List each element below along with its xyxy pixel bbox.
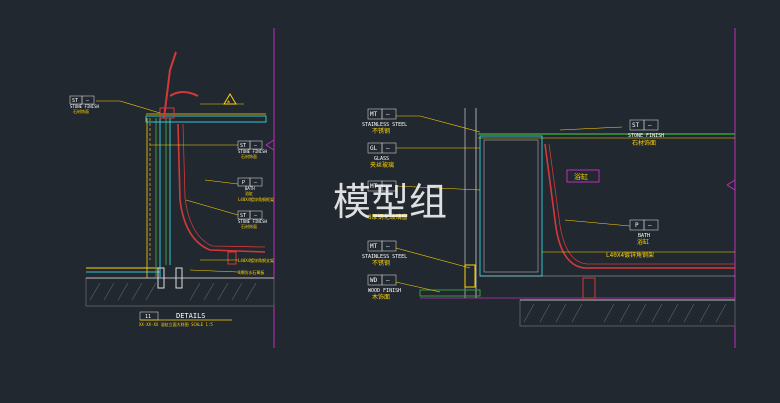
svg-text:STONE FINISH: STONE FINISH <box>238 149 267 154</box>
svg-text:BATH: BATH <box>245 186 255 191</box>
tag-wood-finish: WD — WOOD FINISH 木饰面 <box>367 274 401 301</box>
tag-stainless-steel-1: MT — STAINLESS STEEL 不锈钢 <box>362 108 407 135</box>
tag-stone-finish-left: ST — STONE FINISH 石材饰面 <box>69 95 99 114</box>
angle-frame-note-right: L40X4镀锌角钢架 <box>606 251 654 259</box>
floor-hatch-right <box>519 299 736 327</box>
note-b: 8厚防水石膏板 <box>238 269 264 275</box>
floor-hatch <box>85 277 275 307</box>
svg-text:ST: ST <box>72 98 78 104</box>
svg-text:—: — <box>386 277 390 284</box>
svg-text:WD: WD <box>370 277 378 284</box>
tag-stone-finish-right-1: ST — STONE FINISH 石材饰面 <box>237 140 267 159</box>
svg-text:BATH: BATH <box>638 233 650 239</box>
watermark: 模型组 <box>333 180 447 224</box>
svg-text:—: — <box>254 143 258 149</box>
details-title: DETAILS <box>176 312 206 320</box>
svg-text:夹丝玻璃: 夹丝玻璃 <box>370 161 394 169</box>
svg-text:木饰面: 木饰面 <box>372 293 390 301</box>
svg-text:石材饰面: 石材饰面 <box>241 153 257 159</box>
details-title-block: 11 DETAILS XX-XX-XX 浴缸立面大样图 SCALE 1:5 <box>139 311 232 327</box>
svg-text:GLASS: GLASS <box>374 156 389 162</box>
svg-text:ST: ST <box>240 143 246 149</box>
svg-text:不锈钢: 不锈钢 <box>372 127 390 135</box>
svg-text:—: — <box>254 180 258 186</box>
tag-glass: GL — GLASS 夹丝玻璃 <box>367 142 397 169</box>
tag-stone-finish-right-2: ST — STONE FINISH 石材饰面 <box>237 210 267 229</box>
svg-text:MT: MT <box>370 111 378 118</box>
svg-text:MT: MT <box>370 243 378 250</box>
svg-text:MT: MT <box>370 183 378 190</box>
left-detail: ± ST — STONE FINISH 石材饰面 ST — STONE FINI… <box>69 28 275 348</box>
angle-frame-note-left: L40X4镀锌角钢框架 <box>238 196 274 202</box>
room-label-box <box>566 169 600 183</box>
right-detail: 浴缸 MT — STAINLESS STEEL 不锈钢 GL — GLASS 夹… <box>362 28 736 348</box>
svg-text:—: — <box>86 98 90 104</box>
svg-text:不锈钢: 不锈钢 <box>372 259 390 267</box>
svg-text:ST: ST <box>632 122 640 129</box>
svg-text:石材饰面: 石材饰面 <box>241 223 257 229</box>
note-a: L40X4镀锌角钢支架 <box>238 257 274 263</box>
svg-text:石材饰面: 石材饰面 <box>632 139 656 147</box>
svg-text:STONE FINISH: STONE FINISH <box>628 133 664 139</box>
svg-text:石材饰面: 石材饰面 <box>73 108 89 114</box>
tag-stone-finish-right: ST — STONE FINISH 石材饰面 <box>628 119 664 147</box>
tag-bath-right: P — BATH 浴缸 <box>629 219 659 246</box>
svg-text:—: — <box>648 122 652 129</box>
tag-stainless-steel-2: MT — STAINLESS STEEL 不锈钢 <box>362 240 407 267</box>
svg-text:—: — <box>386 111 390 118</box>
svg-text:—: — <box>648 222 652 229</box>
svg-text:STAINLESS STEEL: STAINLESS STEEL <box>362 122 407 128</box>
elevation-mark: ± <box>227 99 230 105</box>
svg-text:—: — <box>386 243 390 250</box>
svg-text:GL: GL <box>370 145 378 152</box>
details-subtitle: XX-XX-XX 浴缸立面大样图 SCALE 1:5 <box>139 321 213 327</box>
svg-text:WOOD FINISH: WOOD FINISH <box>368 288 401 294</box>
svg-text:—: — <box>386 183 390 190</box>
details-number: 11 <box>145 314 151 320</box>
svg-text:ST: ST <box>240 213 246 219</box>
svg-text:浴缸: 浴缸 <box>245 190 253 196</box>
svg-text:STAINLESS STEEL: STAINLESS STEEL <box>362 254 407 260</box>
svg-text:P: P <box>242 180 245 186</box>
svg-text:浴缸: 浴缸 <box>637 238 649 246</box>
svg-text:—: — <box>386 145 390 152</box>
room-label: 浴缸 <box>574 172 588 181</box>
svg-text:—: — <box>254 213 258 219</box>
svg-text:8厚钢化玻璃窗: 8厚钢化玻璃窗 <box>368 213 408 221</box>
svg-text:STONE FINISH: STONE FINISH <box>238 219 267 224</box>
tag-bath-left: P — BATH 浴缸 <box>237 177 263 196</box>
tag-tempered-glass: MT — 8厚钢化玻璃窗 <box>367 180 408 221</box>
svg-text:P: P <box>635 222 639 229</box>
svg-text:STONE FINISH: STONE FINISH <box>70 104 99 109</box>
